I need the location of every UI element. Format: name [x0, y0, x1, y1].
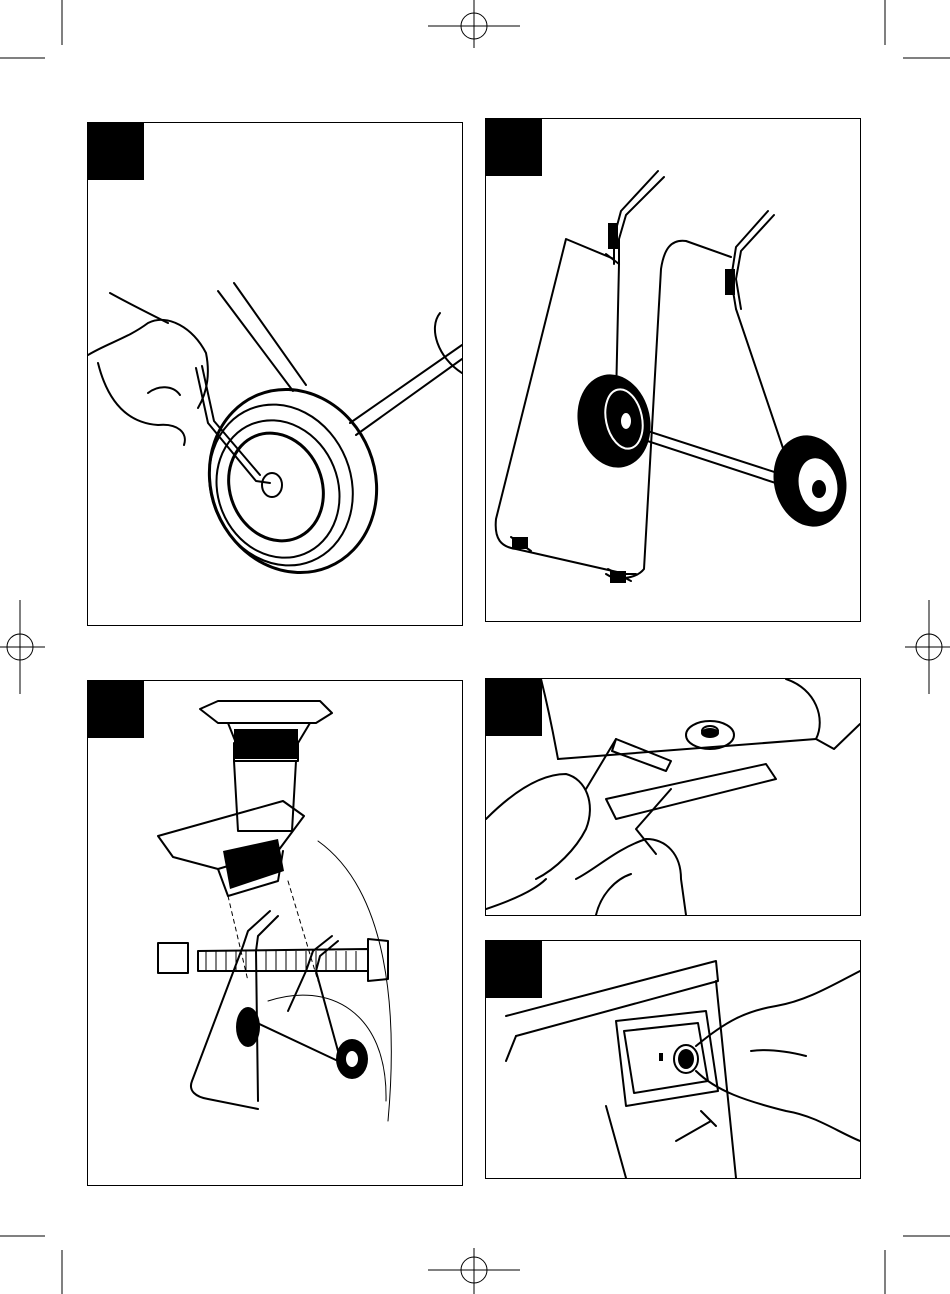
registration-mark-bottom [428, 1248, 520, 1294]
wheel-fitting-illustration [88, 123, 462, 625]
switch-knob-illustration [486, 941, 860, 1178]
panel-2 [485, 118, 861, 622]
panel-1 [87, 122, 463, 626]
panel-3 [87, 680, 463, 1186]
registration-mark-right [905, 600, 950, 694]
exploded-assembly-illustration [88, 681, 462, 1185]
registration-mark-top [428, 0, 520, 48]
bolt-tightening-illustration [486, 679, 860, 915]
panel-4 [485, 678, 861, 916]
wheel-frame-illustration [486, 119, 860, 621]
registration-mark-left [0, 600, 45, 694]
panel-5 [485, 940, 861, 1179]
